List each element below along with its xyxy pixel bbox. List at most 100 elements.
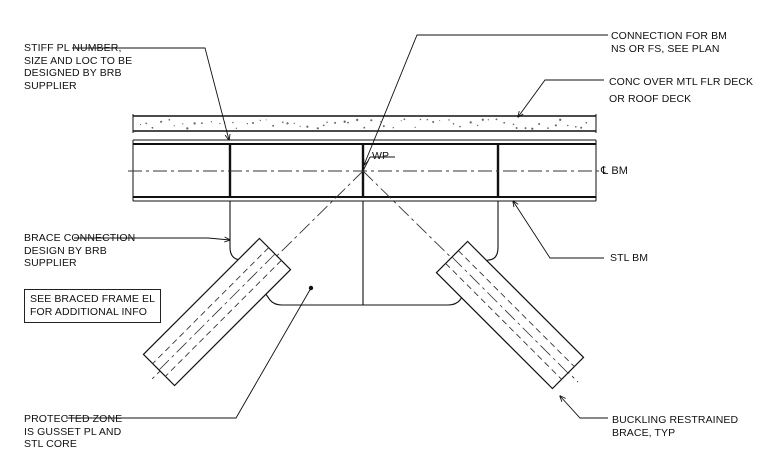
concrete-deck-note: CONC OVER MTL FLR DECK OR ROOF DECK bbox=[609, 74, 753, 108]
note-line: STL CORE bbox=[24, 438, 77, 450]
concrete-aggregate-dot bbox=[574, 125, 577, 128]
note-line: STIFF PL NUMBER, bbox=[24, 42, 122, 54]
concrete-aggregate-dot bbox=[363, 126, 366, 129]
concrete-aggregate-dot bbox=[459, 125, 461, 128]
beam-connection-note: CONNECTION FOR BM NS OR FS, SEE PLAN bbox=[611, 30, 727, 55]
centerline-label-text: BM bbox=[611, 165, 629, 177]
stiff-plate-note: STIFF PL NUMBER, SIZE AND LOC TO BE DESI… bbox=[24, 42, 132, 92]
brace-connection-note: BRACE CONNECTION DESIGN BY BRB SUPPLIER bbox=[24, 232, 135, 270]
concrete-aggregate-dot bbox=[379, 121, 382, 123]
note-line: BRACE, TYP bbox=[612, 426, 676, 439]
concrete-aggregate-dot bbox=[259, 119, 261, 122]
note-line: CONNECTION FOR BM bbox=[611, 30, 728, 42]
concrete-aggregate-dot bbox=[139, 124, 142, 126]
concrete-aggregate-dot bbox=[426, 118, 429, 121]
concrete-aggregate-dot bbox=[334, 121, 337, 124]
concrete-aggregate-dot bbox=[293, 122, 295, 125]
concrete-aggregate-dot bbox=[547, 127, 549, 129]
concrete-aggregate-dot bbox=[538, 123, 541, 125]
concrete-aggregate-dot bbox=[469, 121, 472, 124]
concrete-aggregate-dot bbox=[439, 120, 441, 122]
concrete-aggregate-dot bbox=[559, 118, 562, 121]
note-line: BUCKLING RESTRAINED bbox=[612, 414, 739, 426]
concrete-aggregate-dot bbox=[219, 122, 221, 125]
concrete-aggregate-dot bbox=[392, 127, 394, 129]
note-line: CONC OVER MTL FLR DECK bbox=[609, 76, 754, 88]
concrete-aggregate-dot bbox=[400, 120, 402, 122]
concrete-aggregate-dot bbox=[281, 121, 284, 124]
concrete-aggregate-dot bbox=[515, 127, 518, 129]
concrete-aggregate-dot bbox=[531, 127, 534, 130]
steel-beam bbox=[128, 139, 600, 202]
centerline-symbol: ℄ bbox=[601, 165, 609, 177]
note-line: SIZE AND LOC TO BE bbox=[24, 54, 133, 67]
note-line: SUPPLIER bbox=[24, 79, 77, 92]
note-line: OR ROOF DECK bbox=[609, 93, 692, 105]
concrete-aggregate-dot bbox=[554, 124, 557, 127]
concrete-aggregate-dot bbox=[495, 118, 498, 121]
steel-beam-note: STL BM bbox=[610, 252, 649, 264]
note-line: FOR ADDITIONAL INFO bbox=[30, 306, 148, 318]
concrete-aggregate-dot bbox=[235, 127, 238, 129]
concrete-slab bbox=[132, 114, 597, 133]
concrete-aggregate-dot bbox=[476, 124, 479, 127]
concrete-aggregate-dot bbox=[452, 123, 455, 125]
concrete-aggregate-dot bbox=[382, 125, 385, 128]
concrete-aggregate-dot bbox=[322, 124, 325, 127]
leader-lines bbox=[66, 34, 608, 419]
concrete-aggregate-dot bbox=[160, 120, 163, 123]
concrete-aggregate-dot bbox=[403, 118, 406, 121]
protected-zone-note: PROTECTED ZONE IS GUSSET PL AND STL CORE bbox=[24, 413, 122, 451]
concrete-aggregate-dot bbox=[343, 120, 346, 123]
concrete-aggregate-dot bbox=[481, 118, 484, 121]
concrete-aggregate-dot bbox=[272, 124, 275, 127]
note-line: SEE BRACED FRAME EL bbox=[30, 293, 156, 305]
concrete-aggregate-dot bbox=[580, 126, 583, 129]
concrete-aggregate-dot bbox=[210, 121, 213, 123]
concrete-aggregate-dot bbox=[326, 121, 328, 123]
left-buckling-restrained-brace bbox=[142, 237, 292, 387]
right-buckling-restrained-brace bbox=[435, 240, 585, 390]
concrete-aggregate-dot bbox=[347, 121, 349, 124]
concrete-aggregate-dot bbox=[232, 121, 234, 124]
concrete-aggregate-dot bbox=[370, 119, 373, 122]
note-line: BRACE CONNECTION bbox=[24, 232, 136, 244]
see-braced-frame-note: SEE BRACED FRAME EL FOR ADDITIONAL INFO bbox=[24, 289, 162, 323]
concrete-aggregate-dot bbox=[356, 118, 359, 122]
concrete-aggregate-dot bbox=[186, 127, 189, 130]
concrete-aggregate-dot bbox=[567, 124, 569, 127]
beam-centerline-label: ℄ BM bbox=[601, 165, 628, 178]
concrete-aggregate-dot bbox=[286, 122, 289, 125]
concrete-aggregate-dot bbox=[448, 119, 450, 121]
note-line: NS OR FS, SEE PLAN bbox=[611, 42, 720, 55]
concrete-aggregate-dot bbox=[151, 126, 154, 129]
concrete-aggregate-dot bbox=[173, 125, 175, 127]
note-line: DESIGNED BY BRB bbox=[24, 67, 122, 79]
concrete-aggregate-dot bbox=[414, 126, 416, 128]
buckling-restrained-brace-note: BUCKLING RESTRAINED BRACE, TYP bbox=[612, 414, 738, 439]
concrete-aggregate-dot bbox=[419, 118, 422, 121]
note-line: DESIGN BY BRB bbox=[24, 244, 107, 257]
work-point-label: WP bbox=[372, 150, 390, 162]
concrete-aggregate-dot bbox=[246, 123, 249, 125]
concrete-aggregate-dot bbox=[316, 127, 319, 130]
concrete-aggregate-dot bbox=[145, 122, 148, 125]
concrete-aggregate-dot bbox=[487, 119, 490, 121]
concrete-aggregate-dot bbox=[512, 123, 515, 126]
note-line: PROTECTED ZONE bbox=[24, 413, 123, 425]
concrete-aggregate-dot bbox=[182, 123, 184, 125]
concrete-aggregate-dot bbox=[585, 121, 588, 124]
note-line: SUPPLIER bbox=[24, 257, 77, 269]
concrete-aggregate-dot bbox=[299, 125, 301, 127]
concrete-aggregate-dot bbox=[524, 127, 527, 130]
note-line: IS GUSSET PL AND bbox=[24, 425, 122, 438]
concrete-aggregate-dot bbox=[503, 121, 506, 124]
concrete-aggregate-dot bbox=[265, 119, 267, 121]
concrete-aggregate-dot bbox=[201, 122, 203, 125]
concrete-aggregate-dot bbox=[432, 120, 435, 124]
concrete-aggregate-dot bbox=[168, 118, 171, 121]
concrete-aggregate-dot bbox=[306, 125, 309, 128]
concrete-aggregate-dot bbox=[251, 121, 255, 125]
concrete-aggregate-dot bbox=[193, 122, 196, 125]
